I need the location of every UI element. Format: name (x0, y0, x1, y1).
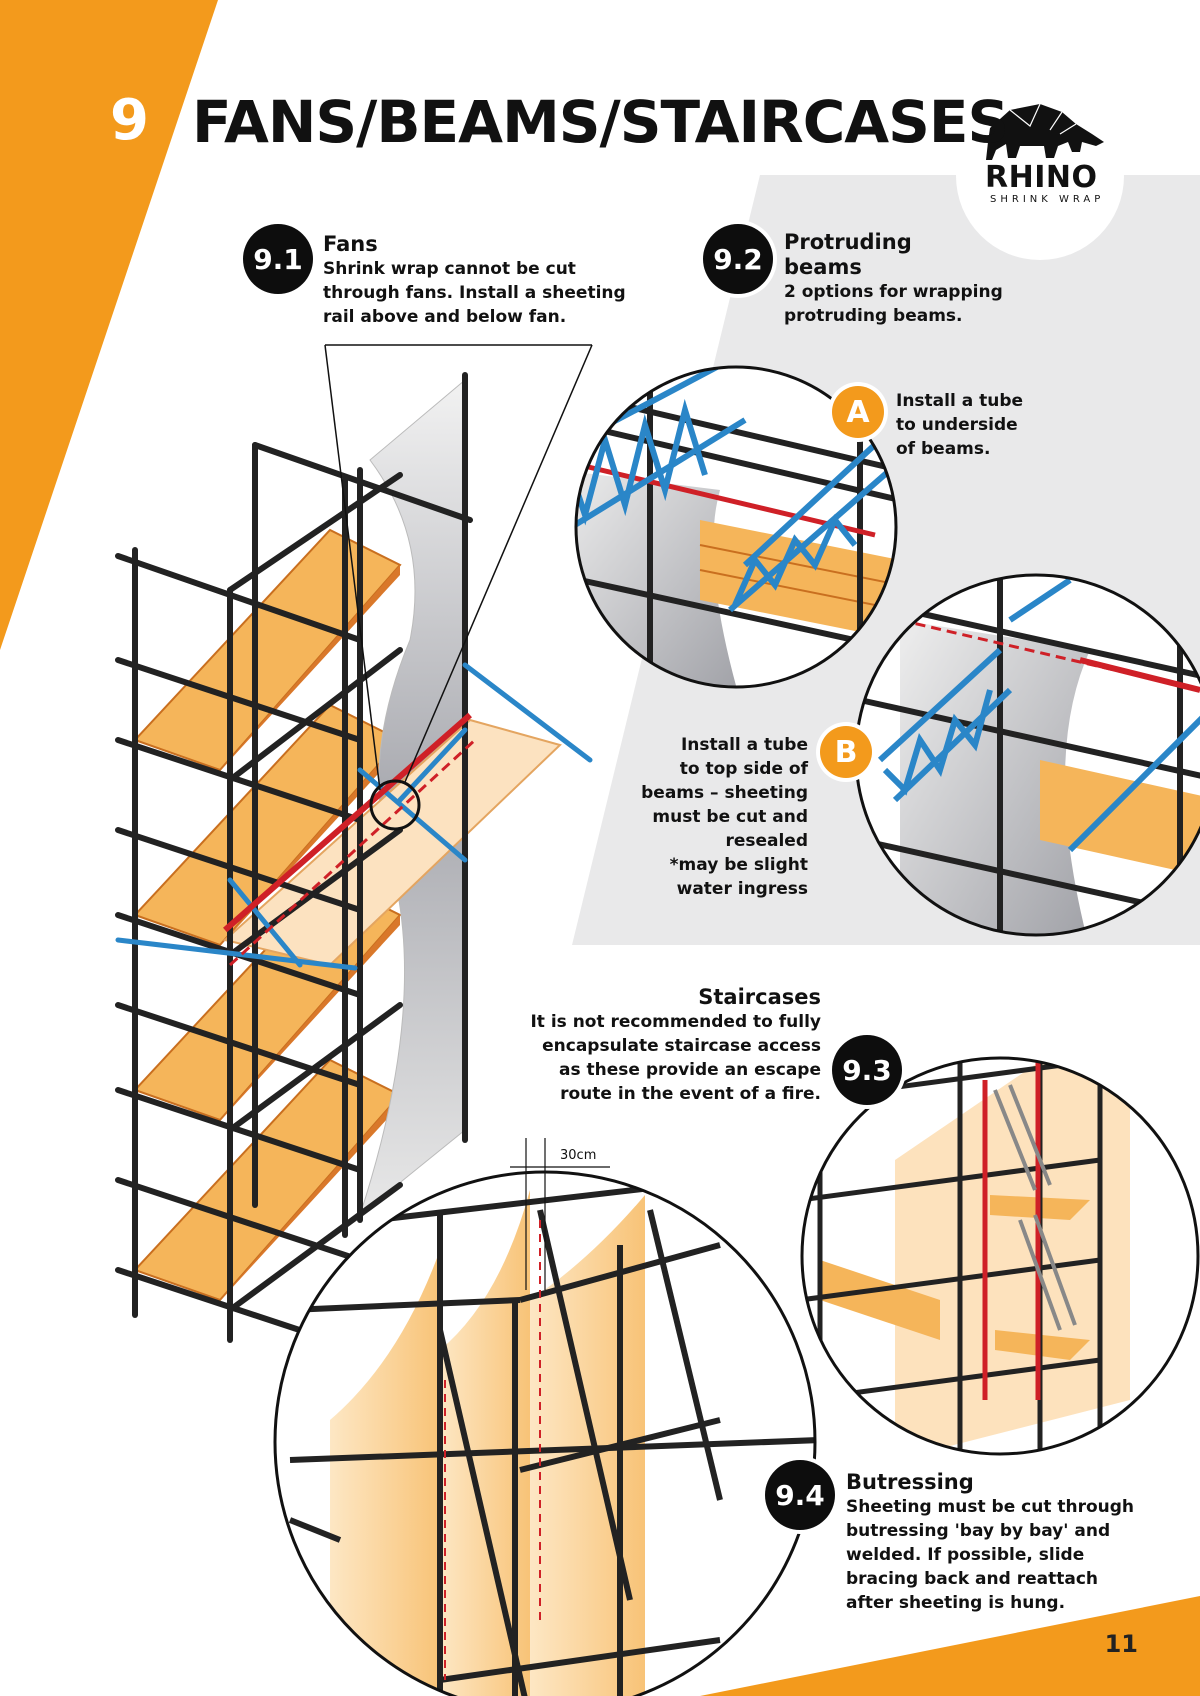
logo-name: RHINO (985, 160, 1098, 195)
option-b-text: Install a tube to top side of beams – sh… (600, 733, 808, 901)
section-badge-beams: 9.2 (703, 224, 773, 294)
section-beams-title: beams (784, 255, 862, 279)
section-buttressing-line: welded. If possible, slide (846, 1545, 1085, 1565)
section-fans-title: Fans (323, 232, 378, 256)
section-buttressing-text: Butressing Sheeting must be cut through … (846, 1470, 1134, 1615)
section-beams-text: Protruding beams 2 options for wrapping … (784, 230, 1003, 328)
page-title: FANS/BEAMS/STAIRCASES (192, 88, 1009, 156)
section-staircases-line: route in the event of a fire. (560, 1084, 821, 1104)
section-buttressing-line: bracing back and reattach (846, 1569, 1099, 1589)
option-b-line: beams – sheeting (641, 783, 808, 803)
section-buttressing-title: Butressing (846, 1470, 974, 1494)
section-badge-buttressing: 9.4 (765, 1460, 835, 1530)
option-a-line: to underside (896, 415, 1018, 435)
section-buttressing-line: after sheeting is hung. (846, 1593, 1066, 1613)
option-a-badge: A (832, 386, 884, 438)
chapter-number: 9 (110, 88, 149, 153)
section-fans-text: Fans Shrink wrap cannot be cut through f… (323, 232, 626, 329)
section-buttressing-line: butressing 'bay by bay' and (846, 1521, 1111, 1541)
option-b-line: Install a tube (680, 735, 808, 755)
section-buttressing-line: Sheeting must be cut through (846, 1497, 1135, 1517)
option-b-line: *may be slight (669, 855, 808, 875)
section-fans-line: rail above and below fan. (323, 307, 567, 327)
section-beams-line: 2 options for wrapping (784, 282, 1003, 302)
option-a-line: of beams. (896, 439, 991, 459)
rhino-logo-icon (986, 103, 1104, 160)
section-beams-line: protruding beams. (784, 306, 963, 326)
section-badge-fans: 9.1 (243, 224, 313, 294)
dimension-marker (510, 1138, 610, 1290)
logo-tagline: SHRINK WRAP (990, 194, 1105, 205)
option-a-text: Install a tube to underside of beams. (896, 389, 1023, 461)
section-staircases-line: It is not recommended to fully (530, 1012, 821, 1032)
section-beams-title: Protruding (784, 230, 912, 254)
option-a-line: Install a tube (896, 391, 1024, 411)
section-staircases-text: Staircases It is not recommended to full… (500, 985, 821, 1106)
section-staircases-line: encapsulate staircase access (542, 1036, 821, 1056)
section-staircases-title: Staircases (698, 985, 821, 1009)
dimension-label: 30cm (560, 1148, 597, 1163)
orange-corner-bottom (700, 1596, 1200, 1696)
fans-scaffold (115, 344, 593, 1353)
page-number: 11 (1104, 1630, 1138, 1658)
section-badge-staircases: 9.3 (832, 1035, 902, 1105)
option-b-line: to top side of (679, 759, 808, 779)
section-staircases-line: as these provide an escape (559, 1060, 821, 1080)
option-b-line: resealed (725, 831, 808, 851)
option-b-line: water ingress (676, 879, 808, 899)
orange-corner-top (0, 0, 218, 650)
option-b-line: must be cut and (652, 807, 808, 827)
section-fans-line: Shrink wrap cannot be cut (323, 259, 576, 279)
section-fans-line: through fans. Install a sheeting (323, 283, 626, 303)
option-b-badge: B (820, 726, 872, 778)
